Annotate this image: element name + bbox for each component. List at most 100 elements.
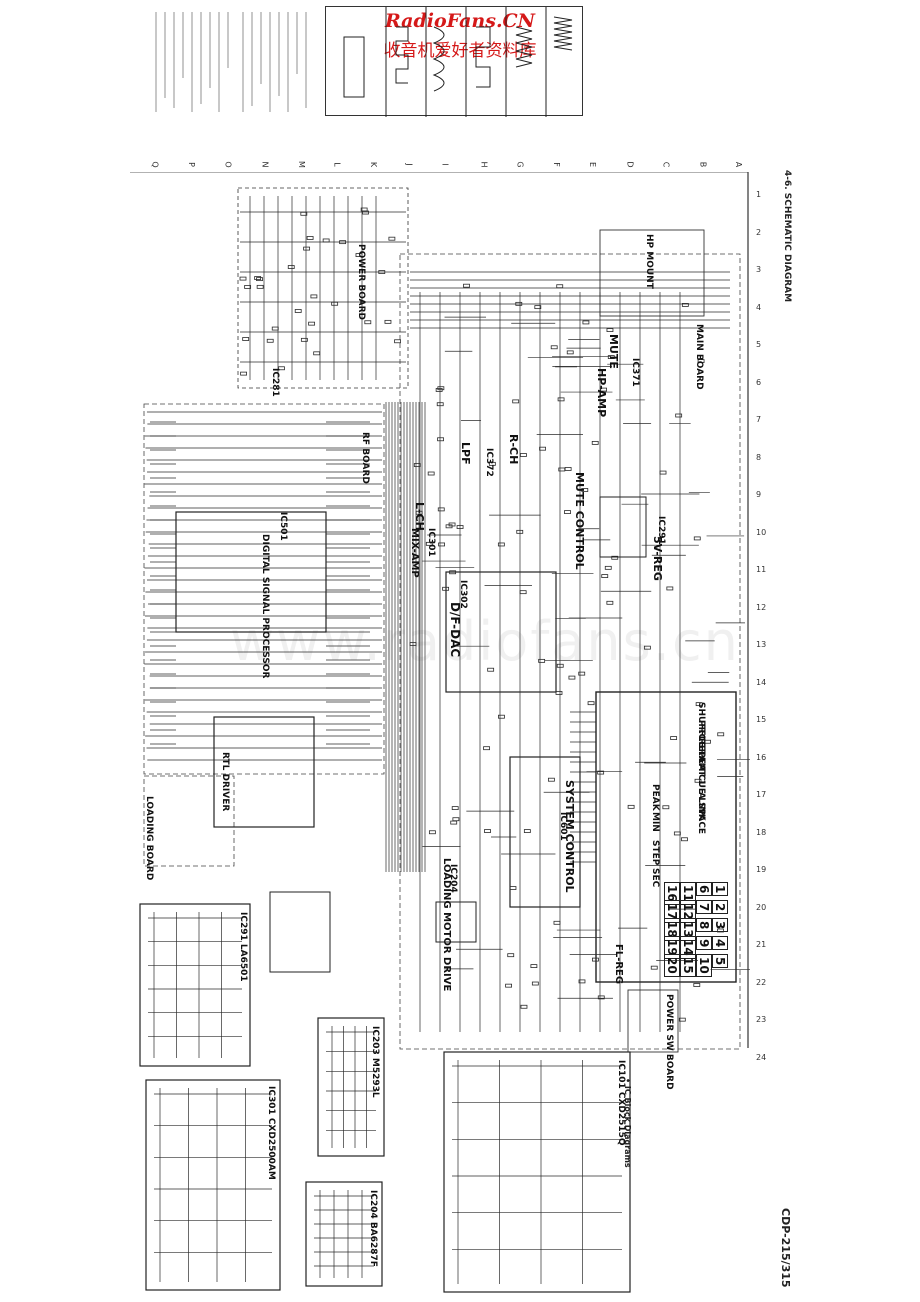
component	[587, 701, 595, 706]
component	[604, 565, 612, 570]
component	[531, 981, 539, 986]
component	[512, 399, 520, 404]
label-rtl-driver: RTL DRIVER	[220, 752, 230, 812]
column-number: 4	[756, 302, 762, 312]
component	[591, 440, 599, 445]
component	[717, 732, 725, 737]
row-letter: I	[440, 163, 450, 166]
label-r-ch: R-CH	[507, 434, 520, 465]
row-letter: B	[697, 161, 707, 168]
component	[693, 983, 701, 987]
schematic-sheet: HP MOUNT MAIN BOARD POWER BOARD RF BOARD…	[130, 172, 750, 1296]
component	[673, 831, 681, 836]
component	[437, 507, 445, 512]
component	[378, 270, 386, 274]
component	[670, 736, 678, 740]
ic-label-ic501: IC501	[278, 512, 288, 541]
component	[568, 675, 576, 680]
display-track-cell: 15	[680, 954, 696, 977]
column-number: 12	[756, 602, 767, 612]
component	[515, 301, 523, 306]
component	[384, 319, 392, 324]
component	[550, 345, 558, 350]
component	[425, 541, 433, 546]
component	[519, 590, 527, 595]
component	[695, 702, 703, 707]
row-letter: L	[332, 162, 342, 167]
component	[600, 387, 608, 392]
component	[566, 350, 574, 355]
column-number: 18	[756, 827, 767, 837]
component	[428, 830, 436, 835]
board-label-hp-mount: HP MOUNT	[644, 234, 654, 289]
ic-label-ic302: IC302	[458, 580, 468, 609]
display-track-cell: 2	[712, 900, 728, 915]
column-number: 3	[756, 265, 762, 274]
column-number: 15	[756, 715, 767, 724]
column-number: 9	[756, 490, 762, 499]
row-letter: M	[296, 161, 306, 168]
ic-label-ic291: IC291	[656, 516, 666, 545]
model-number: CDP-215/315	[779, 1208, 792, 1288]
component	[606, 600, 614, 605]
watermark-faint: www.radiofans.cn	[230, 610, 740, 673]
component	[681, 837, 688, 842]
component	[520, 453, 527, 457]
display-track-cell: 10	[696, 954, 712, 977]
display-indicator: MIN	[650, 812, 660, 832]
section-title: 4-6. SCHEMATIC DIAGRAM	[782, 170, 792, 303]
component	[239, 276, 247, 281]
label-lpf: LPF	[459, 442, 472, 465]
row-letter: G	[515, 161, 525, 168]
component	[505, 983, 513, 988]
label-mix-amp: MIX-AMP	[409, 528, 420, 578]
display-track-cell: 9	[696, 936, 712, 951]
column-number: 14	[756, 677, 767, 687]
component	[242, 337, 250, 341]
component	[364, 320, 372, 325]
column-number: 24	[756, 1052, 767, 1062]
component	[300, 337, 308, 342]
component	[456, 525, 464, 529]
component	[484, 829, 491, 833]
component	[592, 957, 599, 962]
row-letter: A	[734, 161, 744, 168]
component	[578, 671, 586, 676]
component	[452, 817, 460, 822]
component	[294, 309, 302, 313]
component	[300, 211, 308, 216]
component	[451, 806, 459, 811]
column-number: 17	[756, 790, 767, 799]
component	[487, 667, 495, 672]
label-dsp: DIGITAL SIGNAL PROCESSOR	[260, 534, 270, 679]
component	[556, 663, 564, 668]
label-fl-reg: FL-REG	[613, 944, 624, 985]
column-number: 2	[756, 227, 762, 237]
column-number: 11	[756, 565, 767, 574]
component	[597, 770, 605, 775]
display-track-cell: 7	[696, 900, 712, 915]
component	[445, 524, 453, 529]
component	[694, 778, 702, 783]
row-letter: H	[479, 161, 489, 168]
component	[681, 303, 689, 307]
ic-label-ic281: IC281	[270, 368, 280, 397]
notes-block	[148, 8, 318, 118]
component	[627, 804, 635, 809]
column-number: 23	[756, 1015, 767, 1024]
column-number: 5	[756, 340, 762, 349]
display-track-cell: 6	[696, 882, 712, 897]
component	[435, 388, 443, 392]
component	[704, 739, 711, 744]
display-indicator: STEP	[650, 840, 660, 866]
column-number: 13	[756, 640, 767, 649]
component	[650, 965, 658, 970]
waveform-box	[325, 6, 583, 117]
board-label-loading: LOADING BOARD	[144, 796, 154, 881]
row-letter: F	[551, 162, 561, 167]
component	[659, 470, 667, 475]
component	[413, 463, 421, 467]
block-title-ic203: IC203 M5293L	[370, 1026, 380, 1098]
component	[488, 461, 496, 466]
component	[437, 437, 444, 442]
